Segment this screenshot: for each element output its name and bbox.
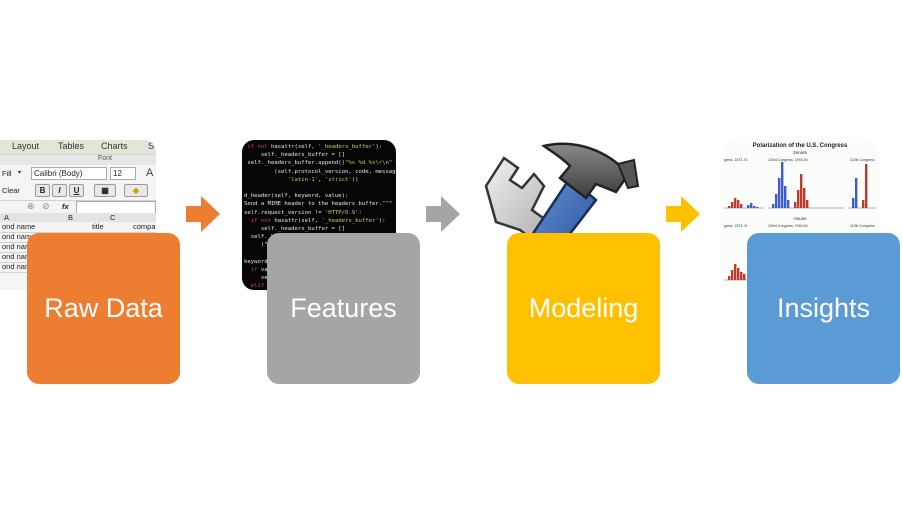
histogram-bar [737,268,740,280]
table-row: ond nar [0,252,156,262]
histogram-bar [800,174,803,208]
histogram-bar [731,202,734,208]
italic-button: I [52,184,67,197]
stage-insights: Insights [747,233,900,384]
cell-c1: title [92,222,104,231]
column-c-header: C [110,213,116,222]
tab-more: S [148,141,155,151]
histogram-bar [737,200,740,208]
histogram-bar [753,206,756,208]
cancel-icon: ⊗ [27,201,35,211]
table-row: ond name [0,232,156,242]
column-b-header: B [68,213,74,222]
font-group-label: Font [98,155,113,162]
cell-d1: compa [133,222,156,231]
subchart-title: 113th Congress [850,158,875,162]
histogram-bar [852,198,855,208]
histogram-bar [747,205,750,208]
bold-button: B [35,184,50,197]
house-label: House [793,216,807,221]
subchart-title: gress, 1873-74 [724,158,747,162]
histogram-bar [865,164,868,208]
subchart-title: 113th Congress [850,224,875,228]
function-icon: fx [62,202,69,211]
stage-modeling: Modeling [507,233,660,384]
chevron-down-icon: ▾ [18,170,22,176]
table-row: ond name title compa [0,222,156,232]
borders-icon: ▦ [94,184,116,197]
histogram-bar [734,198,737,208]
histogram-bar [728,206,731,208]
stage-raw-data: Raw Data [27,233,180,384]
table-row: ond nar [0,242,156,252]
histogram-bar [797,190,800,208]
histogram-bar [806,200,809,208]
histogram-bar [740,204,743,208]
grow-font-icon: A [146,167,154,179]
arrow-right-icon [426,196,460,232]
tab-charts: Charts [101,141,128,151]
cell-a1: ond name [2,222,36,231]
histogram-bar [756,207,759,208]
histogram-bar [781,162,784,208]
senate-label: Senate [793,150,808,155]
histogram-bar [862,200,865,208]
font-size-select: 12 [110,167,136,180]
confirm-icon: ⊘ [42,201,50,211]
tab-layout: Layout [12,141,40,151]
fill-label: Fill [2,169,12,178]
histogram-bar [731,270,734,280]
stage-label: Insights [776,293,871,323]
subchart-title: 103rd Congress, 1993-94 [768,224,808,228]
cell-a2: ond name [2,232,36,241]
column-a-header: A [4,213,10,222]
arrow-right-icon [186,196,220,232]
histogram-bar [787,200,790,208]
tab-tables: Tables [58,141,85,151]
cell-a5: ond nar [2,262,28,271]
stage-features: Features [267,233,420,384]
histogram-bar [794,202,797,208]
clear-label: Clear [2,186,20,195]
subchart-title: 103rd Congress, 1993-94 [768,158,808,162]
cell-a4: ond nar [2,252,28,261]
spreadsheet-thumbnail: Layout Tables Charts S Font Fill ▾ Calib… [0,140,156,290]
histogram-bar [803,188,806,208]
charts-title: Polarization of the U.S. Congress [753,143,848,149]
stage-label: Raw Data [44,293,163,323]
underline-button: U [69,184,84,197]
cell-a3: ond nar [2,242,28,251]
subchart-title: gress, 1873-74 [724,224,747,228]
histogram-bar [772,204,775,208]
histogram-bar [728,276,731,280]
histogram-bar [855,178,858,208]
histogram-bar [778,178,781,208]
stage-label: Features [290,293,397,323]
arrow-right-icon [666,196,700,232]
table-row: ond nar [0,262,156,272]
ribbon-tabs: Layout Tables Charts S [0,140,156,154]
font-name-select: Calibri (Body) [31,167,107,180]
histogram-bar [784,186,787,208]
histogram-bar [743,274,746,280]
histogram-bar [775,194,778,208]
histogram-bar [734,264,737,280]
histogram-bar [740,272,743,280]
histogram-bar [750,203,753,208]
stage-label: Modeling [528,293,639,323]
fill-color-icon: ◆ [124,184,148,197]
